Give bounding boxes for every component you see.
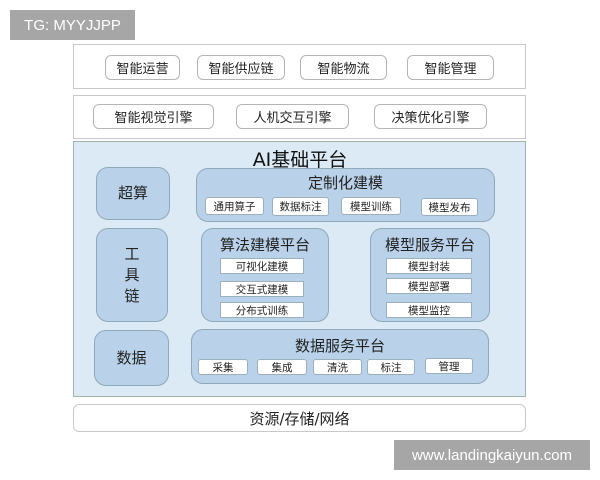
app-item-smart-operations: 智能运营 bbox=[105, 55, 180, 80]
model-service-title: 模型服务平台 bbox=[384, 236, 475, 254]
supercomputing-block: 超算 bbox=[96, 167, 170, 220]
toolchain-label-char: 具 bbox=[124, 265, 140, 284]
model-service-item: 模型封装 bbox=[386, 258, 472, 274]
infrastructure-layer: 资源/存储/网络 bbox=[73, 404, 526, 432]
app-item-smart-management: 智能管理 bbox=[407, 55, 494, 80]
data-service-item: 采集 bbox=[198, 359, 248, 375]
algorithm-modeling-item: 分布式训练 bbox=[220, 302, 304, 318]
data-block: 数据 bbox=[94, 330, 169, 386]
toolchain-label-char: 工 bbox=[124, 244, 140, 263]
toolchain-block: 工 具 链 bbox=[96, 228, 168, 322]
custom-modeling-title: 定制化建模 bbox=[307, 174, 383, 192]
data-service-title: 数据服务平台 bbox=[294, 337, 385, 355]
data-service-item: 管理 bbox=[425, 358, 473, 374]
watermark-top-left: TG: MYYJJPP bbox=[10, 10, 135, 40]
data-service-item: 集成 bbox=[257, 359, 307, 375]
watermark-bottom-right: www.landingkaiyun.com bbox=[394, 440, 590, 470]
model-service-item: 模型部署 bbox=[386, 278, 472, 294]
data-service-item: 清洗 bbox=[313, 359, 362, 375]
algorithm-modeling-item: 交互式建模 bbox=[220, 281, 304, 297]
algorithm-modeling-title: 算法建模平台 bbox=[219, 236, 310, 254]
engine-item-hci: 人机交互引擎 bbox=[236, 104, 349, 129]
engine-item-vision: 智能视觉引擎 bbox=[93, 104, 214, 129]
model-service-item: 模型监控 bbox=[386, 302, 472, 318]
app-item-smart-logistics: 智能物流 bbox=[300, 55, 387, 80]
supercomputing-label: 超算 bbox=[117, 184, 148, 202]
toolchain-label-char: 链 bbox=[124, 286, 140, 305]
engine-item-decision: 决策优化引擎 bbox=[374, 104, 487, 129]
data-service-item: 标注 bbox=[367, 359, 415, 375]
ai-platform-title: AI基础平台 bbox=[252, 149, 348, 171]
infrastructure-label: 资源/存储/网络 bbox=[249, 409, 350, 428]
app-item-smart-supply-chain: 智能供应链 bbox=[197, 55, 285, 80]
custom-modeling-item: 模型发布 bbox=[421, 198, 478, 216]
custom-modeling-item: 模型训练 bbox=[341, 197, 401, 215]
data-label: 数据 bbox=[116, 348, 147, 367]
custom-modeling-item: 数据标注 bbox=[272, 197, 329, 216]
algorithm-modeling-item: 可视化建模 bbox=[220, 258, 304, 274]
custom-modeling-item: 通用算子 bbox=[205, 197, 264, 215]
